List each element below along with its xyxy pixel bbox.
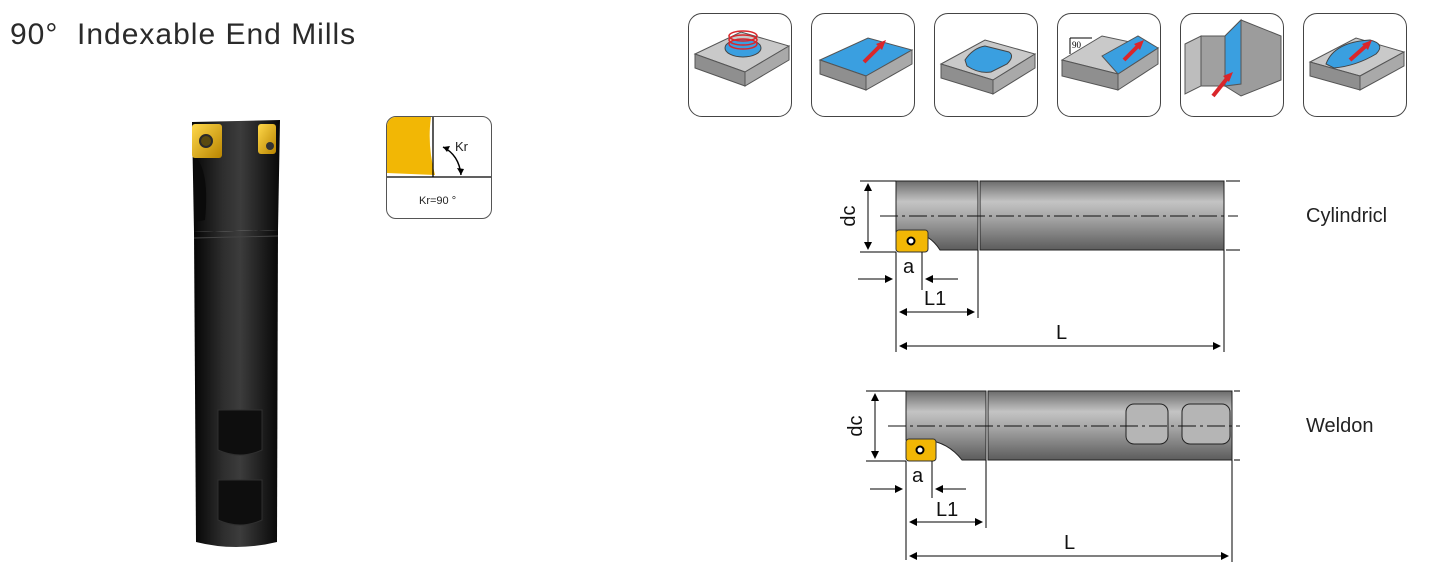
kr-caption: Kr=90 °: [419, 195, 457, 207]
dc-label: dc: [838, 205, 860, 226]
cylindrical-type-label: Cylindricl: [1306, 205, 1388, 227]
kr-label: Kr: [455, 139, 468, 154]
angle-label: 90: [1072, 40, 1082, 50]
contour-milling-icon: [1303, 13, 1407, 117]
a-label: a: [903, 256, 915, 278]
dc-label: dc: [845, 415, 867, 436]
kr-angle-diagram: Kr Kr=90 °: [386, 116, 492, 219]
page-title: 90° Indexable End Mills: [10, 18, 357, 51]
cylindrical-shank-drawing: dc dm a L1 L: [838, 180, 1240, 352]
slot-milling-icon: [1180, 13, 1284, 117]
end-mill-product-image: [192, 120, 280, 547]
l-label: L: [1056, 322, 1067, 344]
face-milling-icon: [811, 13, 915, 117]
shoulder-milling-icon: 90: [1057, 13, 1161, 117]
weldon-type-label: Weldon: [1306, 415, 1374, 437]
l1-label: L1: [924, 288, 946, 310]
technical-drawings: dc dm a L1 L dc: [838, 180, 1240, 562]
a-label: a: [912, 465, 924, 487]
weldon-shank-drawing: dc dm a L1 L: [845, 390, 1240, 562]
pocket-milling-icon: [934, 13, 1038, 117]
l1-label: L1: [936, 499, 958, 521]
helical-interpolation-icon: [688, 13, 792, 117]
l-label: L: [1064, 532, 1075, 554]
